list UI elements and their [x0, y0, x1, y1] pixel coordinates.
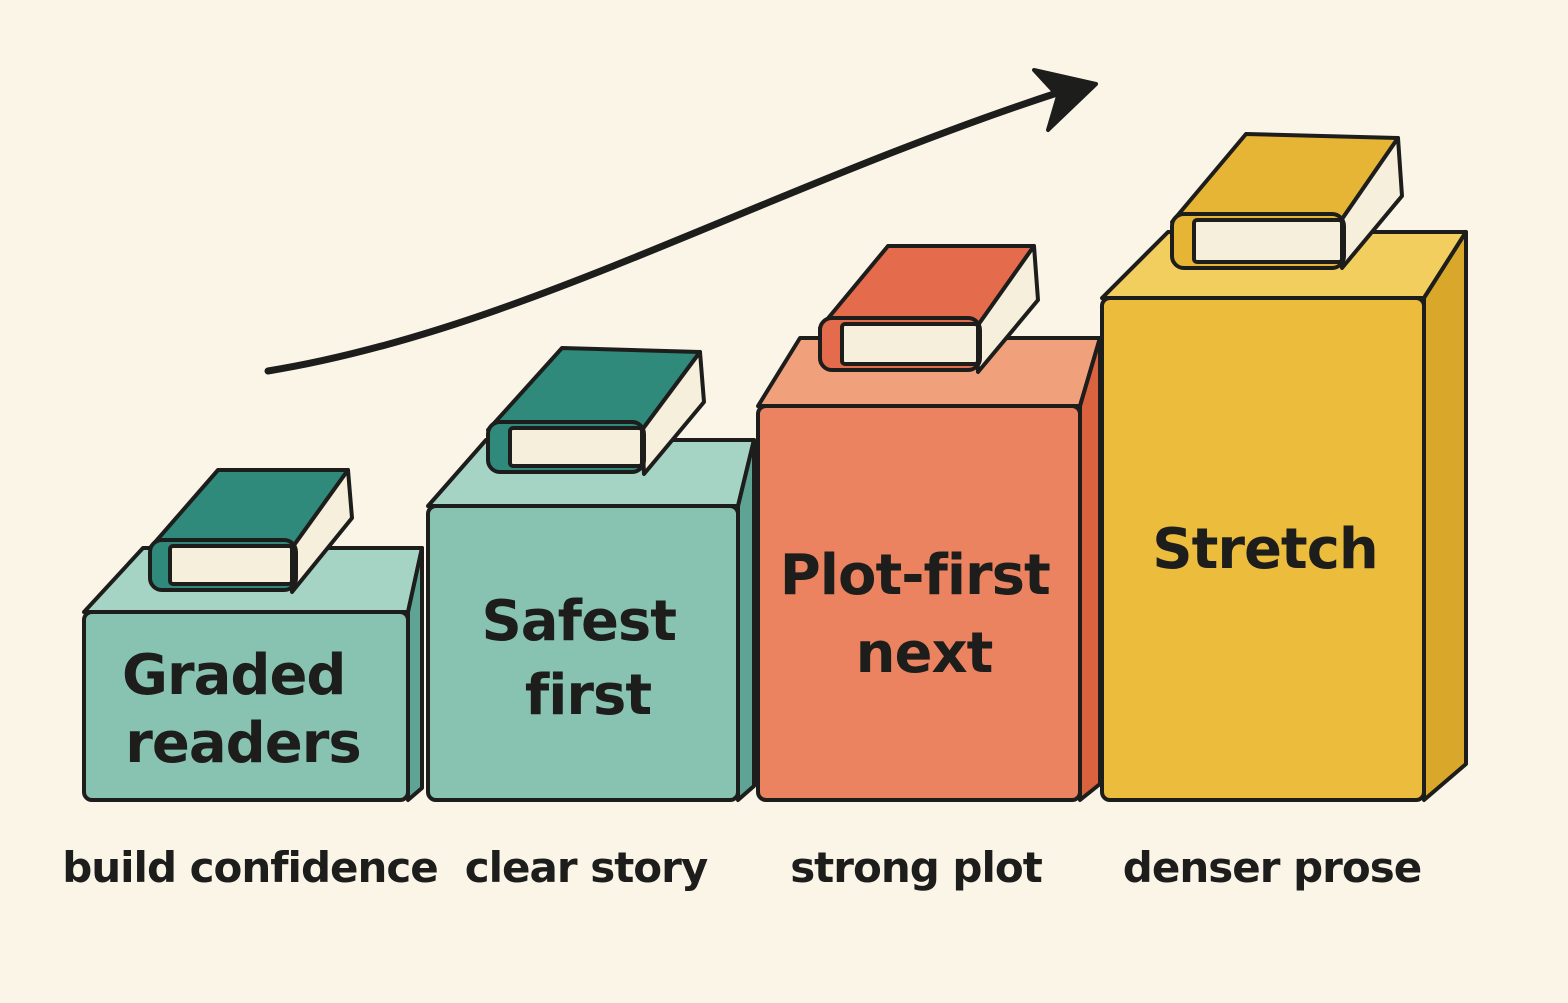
- step-block: [756, 336, 1102, 802]
- book-icon: [1170, 132, 1404, 270]
- step-label-line: first: [525, 663, 652, 728]
- step-label-line: Graded: [122, 643, 346, 708]
- step-label-line: Stretch: [1152, 517, 1378, 582]
- step-caption: build confidence: [62, 843, 438, 892]
- step-caption: clear story: [465, 843, 708, 892]
- block-side: [736, 438, 756, 802]
- book-icon: [486, 346, 706, 476]
- step-label: Safest first: [481, 589, 694, 728]
- step-label-line: readers: [125, 711, 360, 776]
- step-caption: strong plot: [790, 843, 1043, 892]
- step-label-line: next: [856, 621, 993, 686]
- step-label: Graded readers: [122, 643, 364, 776]
- step-label: Stretch: [1152, 517, 1378, 582]
- step-label-line: Safest: [481, 589, 676, 654]
- book-icon: [148, 468, 354, 594]
- step-label-line: Plot-first: [780, 543, 1050, 608]
- block-front: [756, 404, 1082, 802]
- step-block: [1100, 230, 1468, 802]
- step-plot-first-next: Plot-first next strong plot: [756, 244, 1102, 892]
- block-front: [426, 504, 740, 802]
- step-caption: denser prose: [1123, 843, 1421, 892]
- block-front: [82, 610, 410, 802]
- step-stretch: Stretch denser prose: [1100, 132, 1468, 892]
- block-front: [1100, 296, 1426, 802]
- step-graded-readers: Graded readers build confidence: [62, 468, 439, 892]
- block-side: [1078, 336, 1102, 802]
- step-label: Plot-first next: [780, 543, 1069, 686]
- book-icon: [818, 244, 1040, 374]
- rising-arrow-icon: [264, 68, 1098, 375]
- block-side: [1422, 230, 1468, 802]
- step-safest-first: Safest first clear story: [426, 346, 756, 892]
